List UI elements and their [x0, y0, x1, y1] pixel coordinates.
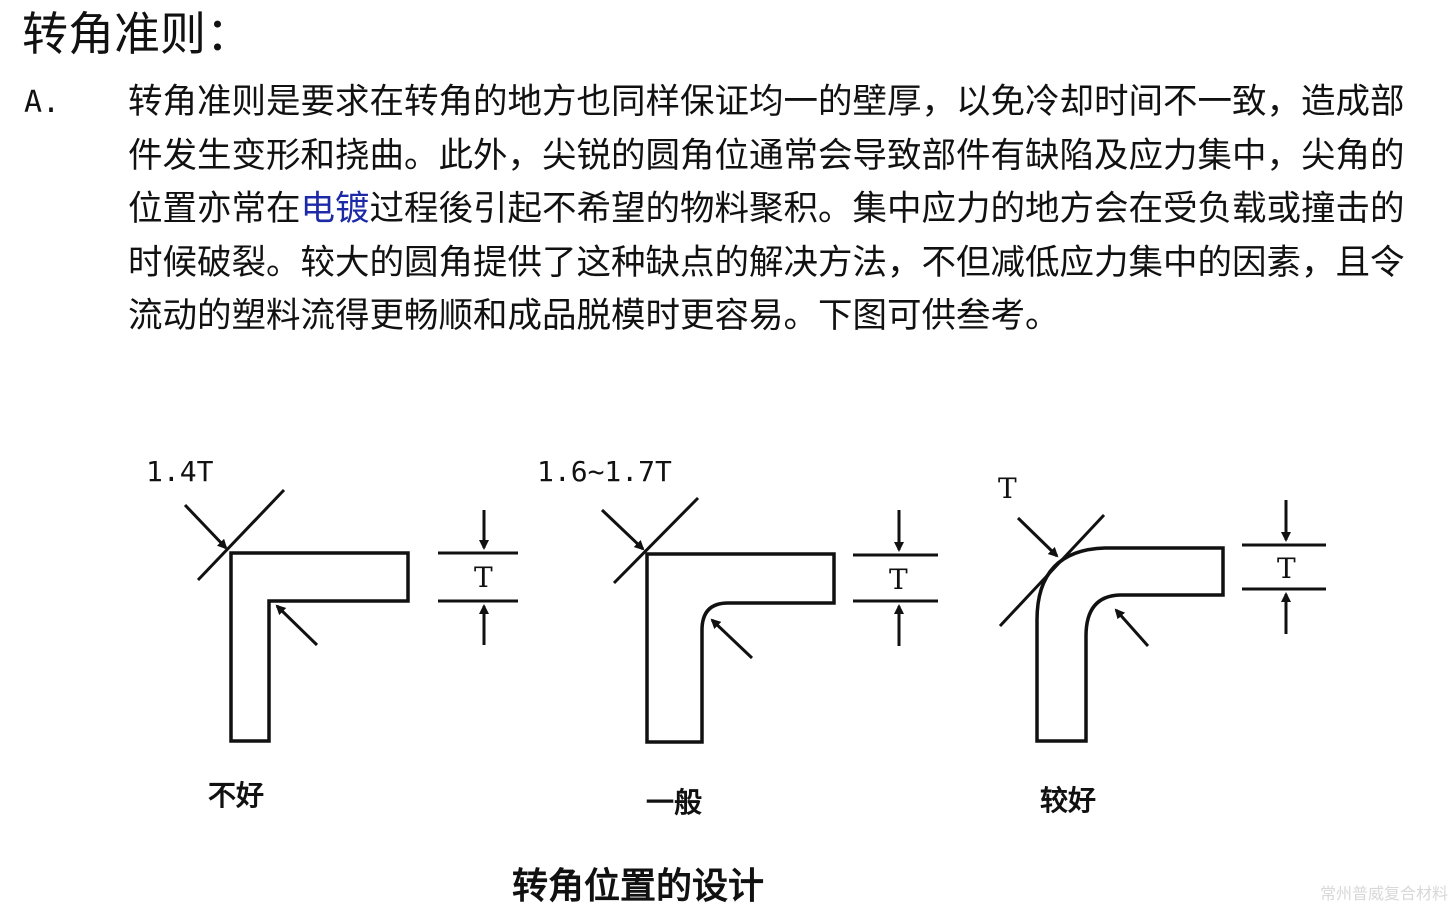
outer-corner-arrow [1016, 516, 1059, 558]
inner-corner-arrow [710, 618, 754, 660]
panel-fair-thickness-label: T [889, 563, 908, 596]
item-marker: A. [24, 85, 61, 120]
outer-tangent-line [998, 513, 1106, 628]
panel-bad-rating: 不好 [208, 779, 264, 812]
outer-corner-arrow [183, 503, 228, 550]
panel-good-thickness-label: T [1277, 552, 1296, 585]
figure-svg: 1.4T T 不好 1.6~1.7T T 一般 T T 较好 转角位置的设计 [146, 455, 1326, 907]
panel-good-outer-label: T [998, 472, 1017, 505]
panel-good-rating: 较好 [1040, 784, 1096, 817]
panel-bad-outer-label: 1.4T [146, 455, 214, 488]
outer-tangent-line [196, 488, 286, 582]
outer-corner-arrow [600, 508, 645, 551]
figure-caption: 转角位置的设计 [512, 866, 764, 907]
small-fillet-profile [645, 552, 836, 744]
paragraph-text-before-link: 转角准则是要求在转角的地方也同样保证均一的壁厚，以免冷却时间不一致，造成部件发生… [128, 82, 1405, 229]
inner-corner-arrow [275, 604, 319, 647]
panel-bad-thickness-label: T [474, 561, 493, 594]
panel-bad [183, 488, 518, 743]
watermark: 常州普威复合材料 [1319, 884, 1448, 903]
inner-corner-arrow [1114, 608, 1150, 647]
outer-tangent-line [612, 496, 700, 585]
electroplating-link[interactable]: 电镀 [300, 189, 370, 229]
body-paragraph: 转角准则是要求在转角的地方也同样保证均一的壁厚，以免冷却时间不一致，造成部件发生… [128, 76, 1438, 344]
paragraph-text-after-link: 过程後引起不希望的物料聚积。集中应力的地方会在受负载或撞击的时候破裂。较大的圆角… [128, 189, 1405, 336]
corner-design-figure: 1.4T T 不好 1.6~1.7T T 一般 T T 较好 转角位置的设计 [0, 440, 1452, 912]
panel-fair-rating: 一般 [646, 786, 702, 819]
panel-fair-outer-label: 1.6~1.7T [537, 455, 672, 488]
sharp-corner-profile [229, 551, 410, 743]
section-heading: 转角准则： [22, 7, 252, 61]
panel-good [998, 500, 1326, 743]
panel-fair [600, 496, 938, 744]
large-radius-profile [1035, 546, 1225, 743]
